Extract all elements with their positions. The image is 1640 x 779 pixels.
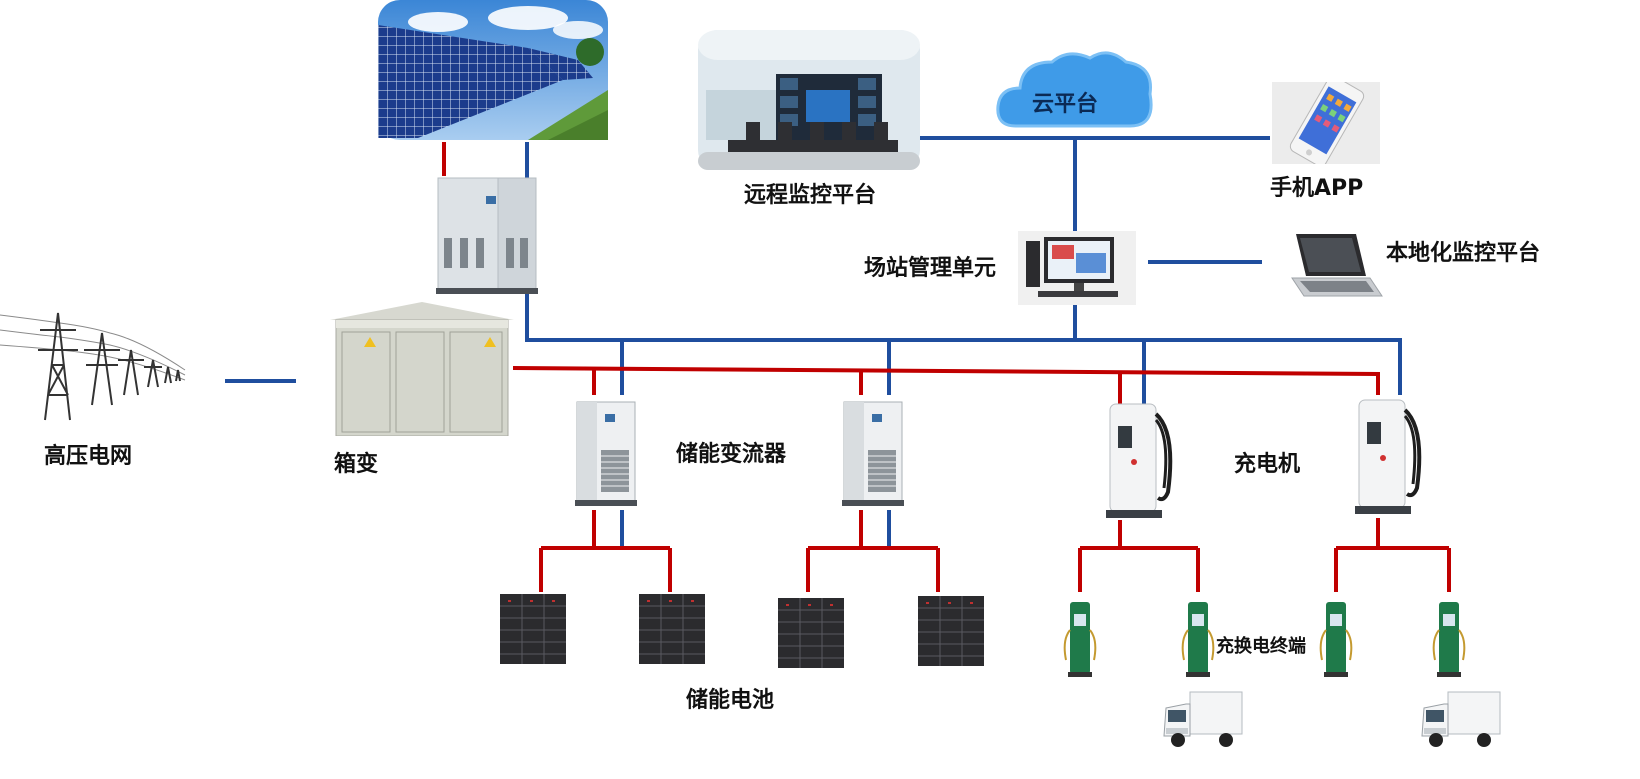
battery-rack-icon xyxy=(639,594,705,664)
pcs-cabinet-icon xyxy=(842,401,904,506)
battery-rack-icon xyxy=(778,598,844,668)
grid-label: 高压电网 xyxy=(44,444,133,469)
charger-icon xyxy=(1106,403,1173,518)
battery-label: 储能电池 xyxy=(686,688,775,713)
remote-platform-label: 远程监控平台 xyxy=(744,183,877,208)
terminal-label: 充换电终端 xyxy=(1216,636,1306,657)
cloud-label: 云平台 xyxy=(1032,92,1099,117)
battery-rack-icon xyxy=(500,594,566,664)
smartphone-icon xyxy=(1272,82,1380,164)
charging-terminal-icon xyxy=(1063,602,1097,677)
truck-icon xyxy=(1421,691,1501,747)
station-unit-label: 场站管理单元 xyxy=(864,256,997,281)
box-transformer-icon xyxy=(330,302,514,436)
pv-inverter-icon xyxy=(436,177,538,294)
charging-terminal-icon xyxy=(1432,602,1466,677)
battery-rack-icon xyxy=(918,596,984,666)
power-tower-icon xyxy=(0,312,186,421)
cloud-icon xyxy=(996,51,1153,128)
box-transformer-label: 箱变 xyxy=(334,452,379,477)
solar-panel-icon xyxy=(378,0,608,140)
charging-terminal-icon xyxy=(1181,602,1215,677)
pcs-cabinet-icon xyxy=(575,401,637,506)
local-platform-label: 本地化监控平台 xyxy=(1386,241,1541,266)
power-line-charger2-down xyxy=(1334,518,1451,592)
power-line-pcs1-down xyxy=(539,510,672,592)
charger-label: 充电机 xyxy=(1234,452,1301,477)
power-line-charger1-down xyxy=(1078,520,1200,592)
pcs-label: 储能变流器 xyxy=(676,442,787,467)
truck-icon xyxy=(1163,691,1243,747)
charger-icon xyxy=(1355,399,1422,514)
mobile-app-label: 手机APP xyxy=(1270,176,1364,201)
power-line-bus xyxy=(512,366,1380,395)
power-line-pcs2-down xyxy=(806,510,940,592)
desktop-computer-icon xyxy=(1018,231,1136,305)
control-room-icon xyxy=(698,30,920,170)
laptop-icon xyxy=(1291,234,1383,297)
charging-terminal-icon xyxy=(1319,602,1353,677)
